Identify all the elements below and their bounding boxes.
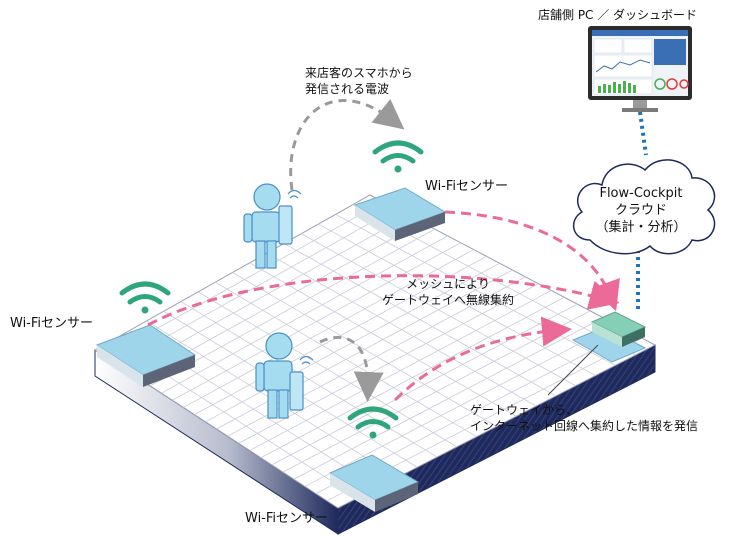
grid-line bbox=[266, 252, 537, 407]
phone-signal-label-line1: 来店客のスマホから bbox=[305, 65, 413, 80]
sensor-left bbox=[95, 324, 197, 387]
phone-signal-label-line2: 発信される電波 bbox=[305, 82, 389, 96]
mesh-label-line1: メッシュにより bbox=[406, 277, 490, 291]
sensor-top bbox=[353, 187, 447, 241]
grid-line bbox=[249, 262, 517, 417]
cloud-shape bbox=[572, 159, 716, 255]
mesh-arrow bbox=[147, 274, 620, 327]
sensor-label: Wi-Fiセンサー bbox=[245, 511, 328, 526]
floor-top bbox=[94, 194, 657, 509]
mesh-arrow bbox=[444, 210, 620, 312]
cloud-label-line3: （集計・分析） bbox=[595, 219, 686, 235]
gateway-leader-line bbox=[547, 344, 599, 396]
wifi-icon bbox=[347, 406, 399, 439]
sensor-bottom bbox=[328, 454, 420, 512]
grid-line bbox=[197, 291, 458, 448]
grid-line bbox=[215, 281, 477, 438]
grid-line bbox=[318, 223, 596, 376]
sensor-label: Wi-Fiセンサー bbox=[10, 316, 93, 331]
pc-cloud-link bbox=[638, 111, 648, 156]
customer-figure-bottom bbox=[255, 332, 314, 419]
customer-figure-top bbox=[243, 183, 302, 269]
gateway-label-line2: インターネット回線へ集約した情報を発信 bbox=[470, 418, 698, 433]
wifi-icon bbox=[119, 281, 171, 314]
cloud-label-line1: Flow-Cockpit bbox=[599, 186, 682, 201]
phone-signal-arrow bbox=[289, 99, 405, 191]
mesh-arrow bbox=[393, 316, 572, 402]
grid-line bbox=[180, 301, 438, 458]
cloud-label-line2: クラウド bbox=[615, 203, 667, 218]
gateway-device bbox=[571, 311, 647, 363]
grid-line bbox=[301, 233, 576, 387]
mesh-label-line2: ゲートウェイへ無線集約 bbox=[382, 292, 514, 307]
grid-line bbox=[283, 243, 557, 397]
phone-signal-arrow bbox=[319, 335, 384, 402]
sensor-label: Wi-Fiセンサー bbox=[425, 179, 508, 194]
pc-label: 店舗側 PC ／ ダッシュボード bbox=[538, 7, 697, 22]
gateway-label-line1: ゲートウェイから、 bbox=[470, 403, 578, 417]
grid-line bbox=[232, 272, 497, 427]
wifi-icon bbox=[372, 140, 424, 173]
store-floor bbox=[94, 194, 657, 535]
dashboard-monitor bbox=[588, 26, 692, 112]
